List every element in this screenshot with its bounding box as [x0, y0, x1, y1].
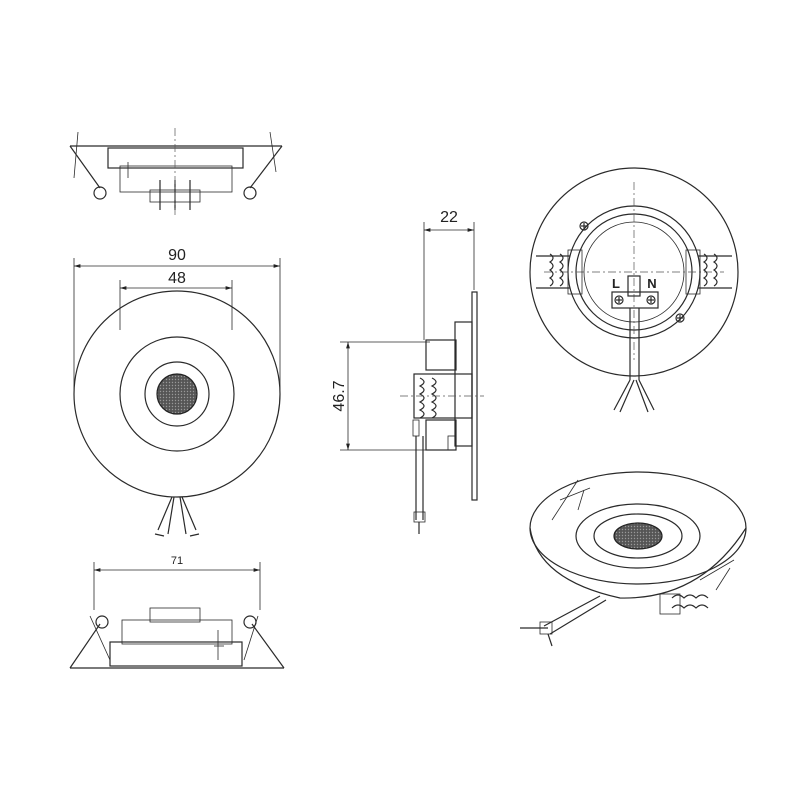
- spring-coil: [418, 377, 437, 419]
- screw-icon: [579, 221, 685, 323]
- dim-bottom-width: 71: [171, 555, 183, 567]
- dim-depth: 46.7: [331, 380, 348, 411]
- terminal-label-live: L: [612, 276, 620, 291]
- side-view-top: [69, 128, 283, 215]
- rear-view: L N: [529, 167, 739, 413]
- terminal-label-neutral: N: [647, 276, 656, 291]
- section-view: 22 46.7: [331, 209, 484, 534]
- dim-outer-diameter: 90: [168, 247, 186, 264]
- side-view-bottom: 71: [69, 555, 285, 669]
- dim-cutout-diameter: 48: [168, 270, 186, 287]
- lens-mesh: [156, 373, 198, 415]
- perspective-view: [520, 471, 747, 647]
- dim-height: 22: [440, 209, 458, 226]
- left-spring: [536, 249, 583, 295]
- perspective-lens-mesh: [613, 522, 663, 550]
- front-view: 90 48: [73, 247, 281, 537]
- right-spring: [685, 249, 732, 295]
- perspective-spring: [659, 593, 709, 615]
